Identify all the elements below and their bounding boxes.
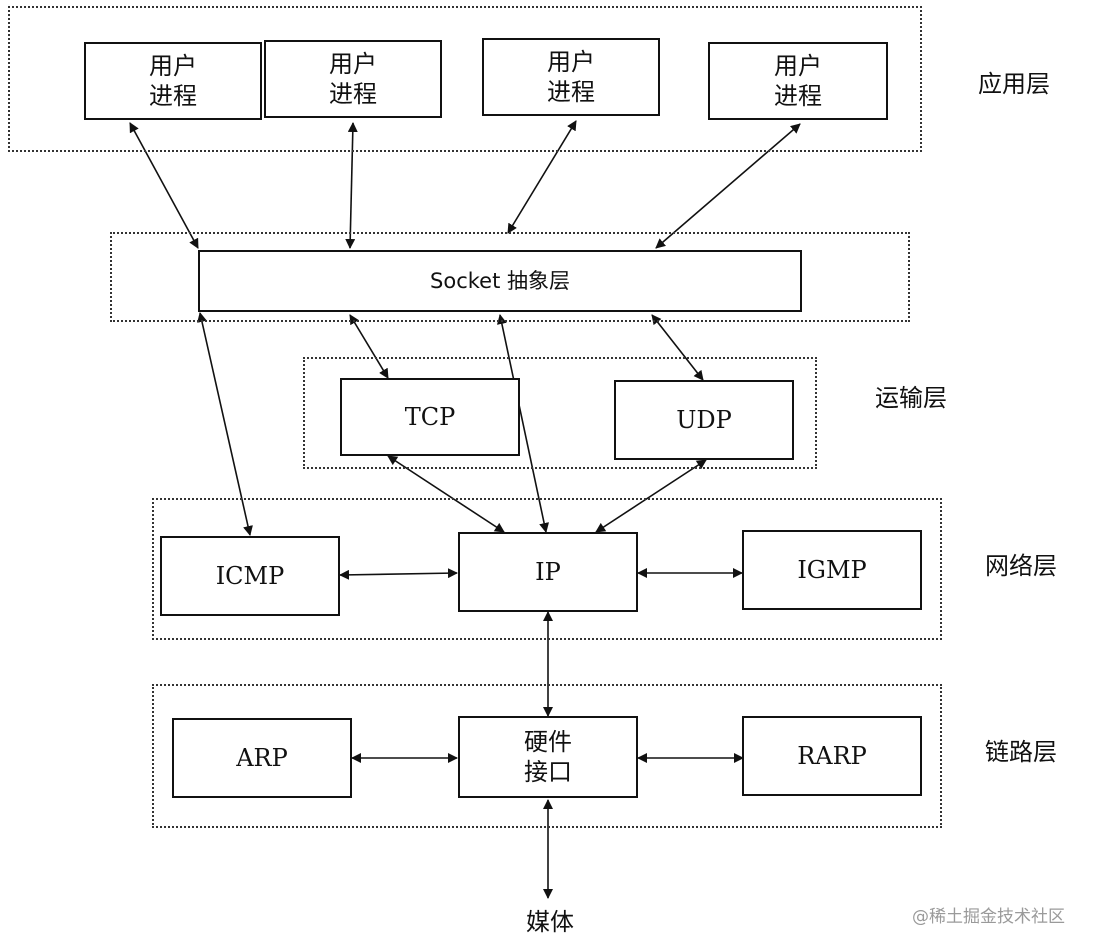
user-process-label: 用户 进程 xyxy=(774,52,822,110)
network-layer-label: 网络层 xyxy=(985,552,1057,580)
rarp-label: RARP xyxy=(797,742,867,770)
user-process-box-1: 用户 进程 xyxy=(84,42,262,120)
user-process-label: 用户 进程 xyxy=(329,50,377,108)
arp-label: ARP xyxy=(236,744,288,772)
arrow-process4-socket xyxy=(655,123,801,249)
tcp-label: TCP xyxy=(404,403,456,431)
socket-layer-region xyxy=(110,232,910,322)
watermark-text: @稀土掘金技术社区 xyxy=(912,907,1065,927)
arrow-udp-ip xyxy=(595,459,707,533)
user-process-box-2: 用户 进程 xyxy=(264,40,442,118)
socket-label: Socket 抽象层 xyxy=(430,269,570,293)
icmp-box: ICMP xyxy=(160,536,340,616)
arrow-process3-socket xyxy=(507,120,577,234)
ip-label: IP xyxy=(535,558,561,586)
user-process-box-4: 用户 进程 xyxy=(708,42,888,120)
ip-box: IP xyxy=(458,532,638,612)
link-layer-label: 链路层 xyxy=(985,738,1057,766)
arrow-socket-udp xyxy=(651,314,704,381)
tcp-box: TCP xyxy=(340,378,520,456)
igmp-label: IGMP xyxy=(797,556,867,584)
arrow-process2-socket xyxy=(345,122,358,249)
udp-box: UDP xyxy=(614,380,794,460)
hardware-interface-box: 硬件 接口 xyxy=(458,716,638,798)
icmp-label: ICMP xyxy=(215,562,285,590)
hardware-interface-label: 硬件 接口 xyxy=(524,728,572,786)
user-process-label: 用户 进程 xyxy=(149,52,197,110)
user-process-label: 用户 进程 xyxy=(547,48,595,106)
rarp-box: RARP xyxy=(742,716,922,796)
socket-abstraction-box: Socket 抽象层 xyxy=(198,250,802,312)
application-layer-label: 应用层 xyxy=(978,70,1050,98)
transport-layer-label: 运输层 xyxy=(875,384,947,412)
arrow-socket-ip xyxy=(496,314,550,533)
link-layer-region xyxy=(152,684,942,828)
media-label: 媒体 xyxy=(526,908,574,936)
user-process-box-3: 用户 进程 xyxy=(482,38,660,116)
udp-label: UDP xyxy=(676,406,732,434)
transport-layer-region xyxy=(303,357,817,469)
arrow-process1-socket xyxy=(129,122,199,249)
igmp-box: IGMP xyxy=(742,530,922,610)
arrow-ip-icmp xyxy=(339,568,458,580)
arrow-socket-tcp xyxy=(349,314,389,379)
arp-box: ARP xyxy=(172,718,352,798)
network-layer-region xyxy=(152,498,942,640)
application-layer-region xyxy=(8,6,922,152)
